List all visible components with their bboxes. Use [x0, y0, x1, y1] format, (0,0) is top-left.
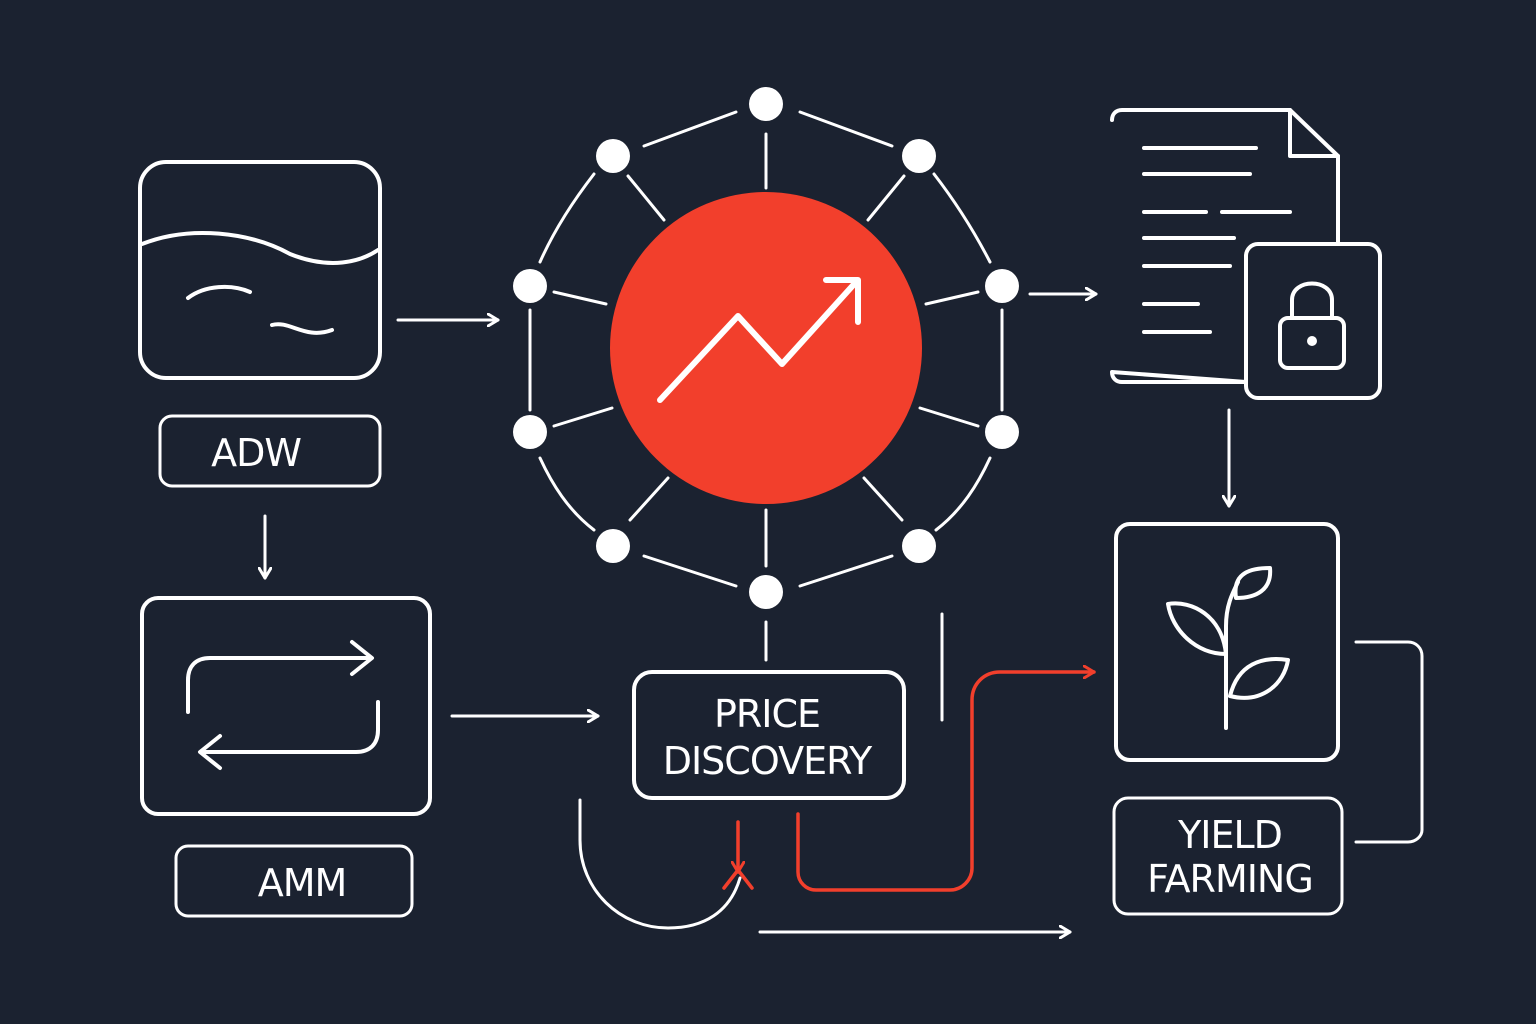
price-discovery-line2: DISCOVERY — [663, 739, 873, 783]
yield-loop-bracket — [1354, 640, 1424, 844]
yield-farming-label-box: YIELD FARMING — [1112, 796, 1344, 916]
price-discovery-line1: PRICE — [714, 692, 820, 736]
yield-farming-line2: FARMING — [1147, 857, 1313, 901]
swap-arrows-icon — [140, 596, 432, 816]
network-node — [513, 269, 547, 303]
feedback-curve — [578, 798, 742, 930]
network-node — [985, 415, 1019, 449]
arrow-price-to-yield — [796, 672, 1096, 892]
plant-sprout-icon — [1114, 522, 1340, 762]
red-arrowhead — [722, 867, 754, 890]
adw-label-box: ADW — [158, 414, 382, 488]
document-lock-icon — [1110, 108, 1382, 400]
flow-arrows — [265, 294, 1229, 932]
network-node — [902, 139, 936, 173]
network-node — [749, 87, 783, 121]
network-ring — [528, 110, 1004, 588]
liquid-pool-icon — [138, 160, 382, 380]
amm-label-box: AMM — [174, 844, 414, 918]
network-node — [596, 139, 630, 173]
network-node — [749, 575, 783, 609]
network-node — [513, 415, 547, 449]
yield-farming-line1: YIELD — [1177, 813, 1282, 857]
accent-arrows — [722, 672, 1096, 892]
price-discovery-box: PRICE DISCOVERY — [632, 670, 906, 800]
network-nodes — [513, 87, 1019, 609]
adw-label: ADW — [211, 431, 301, 475]
network-node — [985, 269, 1019, 303]
lock-keyhole — [1307, 336, 1317, 346]
network-node — [596, 529, 630, 563]
trending-up-icon — [610, 192, 922, 504]
amm-label: AMM — [258, 861, 347, 905]
network-node — [902, 529, 936, 563]
